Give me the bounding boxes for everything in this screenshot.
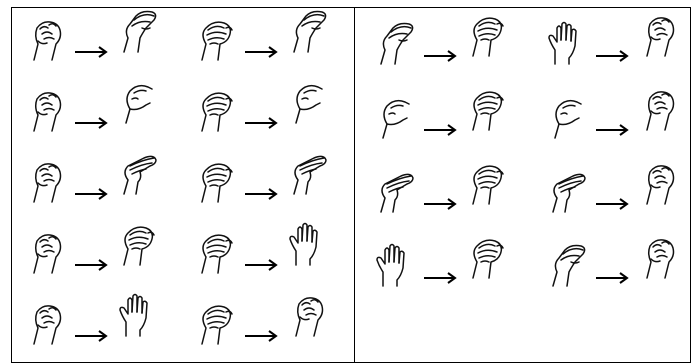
right-arrow-icon: [595, 198, 629, 210]
open-palm-hand-icon: [369, 242, 419, 290]
claw-hand-icon: [461, 12, 511, 60]
right-arrow-icon: [74, 117, 108, 129]
fist-hand-icon: [20, 87, 70, 135]
claw-hand-icon: [461, 160, 511, 208]
right-arrow-icon: [595, 272, 629, 284]
open-palm-hand-icon: [541, 20, 591, 68]
right-arrow-icon: [423, 272, 457, 284]
fist-hand-icon: [20, 16, 70, 64]
right-arrow-icon: [244, 46, 278, 58]
claw-hand-icon: [461, 86, 511, 134]
fist-hand-icon: [20, 229, 70, 277]
claw-hand-icon: [190, 158, 240, 206]
fist-hand-icon: [282, 292, 332, 340]
right-arrow-icon: [244, 330, 278, 342]
flat-o-hand-icon: [282, 8, 332, 56]
right-arrow-icon: [423, 198, 457, 210]
claw-hand-icon: [190, 16, 240, 64]
open-palm-hand-icon: [282, 221, 332, 269]
fist-hand-icon: [633, 160, 683, 208]
right-arrow-icon: [74, 259, 108, 271]
claw-hand-icon: [190, 87, 240, 135]
bent-flat-hand-icon: [282, 150, 332, 198]
claw-hand-icon: [461, 234, 511, 282]
fist-hand-icon: [20, 300, 70, 348]
fist-hand-icon: [633, 234, 683, 282]
c-shape-hand-icon: [112, 79, 162, 127]
right-arrow-icon: [244, 117, 278, 129]
right-arrow-icon: [74, 46, 108, 58]
right-arrow-icon: [595, 50, 629, 62]
right-arrow-icon: [244, 188, 278, 200]
right-arrow-icon: [423, 124, 457, 136]
bent-flat-hand-icon: [541, 168, 591, 216]
right-arrow-icon: [244, 259, 278, 271]
flat-o-hand-icon: [369, 20, 419, 68]
flat-o-hand-icon: [541, 242, 591, 290]
right-arrow-icon: [423, 50, 457, 62]
c-shape-hand-icon: [541, 94, 591, 142]
claw-hand-icon: [190, 300, 240, 348]
right-arrow-icon: [595, 124, 629, 136]
right-arrow-icon: [74, 188, 108, 200]
bent-flat-hand-icon: [112, 150, 162, 198]
claw-hand-icon: [112, 221, 162, 269]
flat-o-hand-icon: [112, 8, 162, 56]
right-arrow-icon: [74, 330, 108, 342]
fist-hand-icon: [20, 158, 70, 206]
right-panel: [354, 7, 691, 363]
c-shape-hand-icon: [282, 79, 332, 127]
claw-hand-icon: [190, 229, 240, 277]
open-palm-hand-icon: [112, 292, 162, 340]
fist-hand-icon: [633, 12, 683, 60]
c-shape-hand-icon: [369, 94, 419, 142]
fist-hand-icon: [633, 86, 683, 134]
bent-flat-hand-icon: [369, 168, 419, 216]
left-panel: [11, 7, 355, 363]
